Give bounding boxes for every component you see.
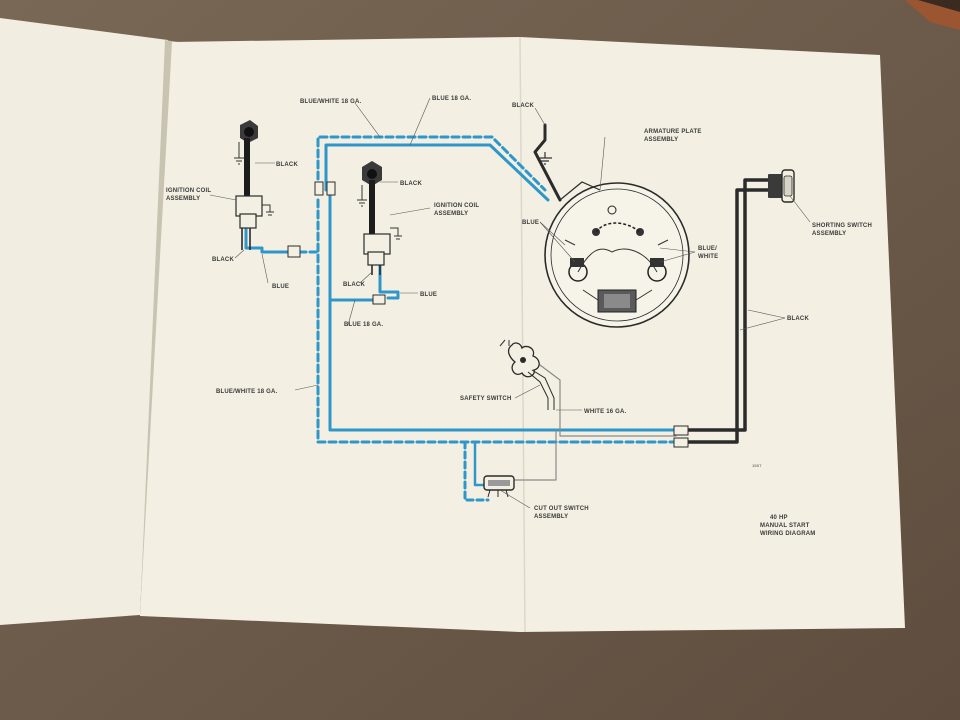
black-ground-lead [533, 123, 562, 202]
leader-line [389, 207, 431, 216]
label-cut-out-switch-1: CUT OUT SWITCH [534, 506, 589, 512]
paper-fold [519, 36, 526, 633]
coil-base [367, 251, 385, 266]
coil-leads [371, 265, 381, 275]
cut-out-switch-icon [483, 475, 531, 509]
label-shorting-switch-2: ASSEMBLY [812, 231, 846, 237]
label-black-center-coil: BLACK [400, 181, 422, 187]
shorting-switch-icon [768, 169, 811, 223]
leader-line [347, 299, 356, 326]
label-armature-plate-2: ASSEMBLY [644, 137, 678, 143]
label-white-16: WHITE 16 GA. [584, 409, 627, 415]
leader-line [659, 247, 696, 253]
wire-connector-icon [287, 245, 301, 258]
label-blue-armature: BLUE [522, 220, 539, 226]
leader-line [209, 194, 237, 201]
coil-leads [241, 228, 251, 250]
spark-plug-boot [244, 127, 254, 137]
label-black-left-coil: BLACK [276, 162, 298, 168]
blue-white-cutout [463, 440, 490, 502]
ground-symbol-icon [390, 227, 402, 240]
ignition-coil-center [357, 161, 431, 294]
label-black-center-bottom: BLACK [343, 282, 365, 288]
caption-line-2: MANUAL START [760, 523, 810, 529]
leader-line [599, 136, 606, 191]
leader-line [354, 102, 381, 138]
leader-line [659, 251, 696, 263]
blue-left-coil-wire [244, 218, 292, 254]
ignition-coil-left [209, 120, 275, 284]
label-blue-top: BLUE 18 GA. [432, 96, 471, 102]
leader-line [234, 249, 245, 259]
wire-connector-icon [673, 425, 689, 436]
ground-symbol-icon [357, 185, 367, 207]
label-black-left-bottom: BLACK [212, 257, 234, 263]
black-wire-outer [686, 178, 772, 432]
leader-line [539, 221, 576, 263]
label-ignition-coil-left-2: ASSEMBLY [166, 196, 200, 202]
blue-white-wire-loop [316, 198, 678, 444]
leader-line [261, 253, 269, 284]
label-blue-18-mid: BLUE 18 GA. [344, 322, 383, 328]
leader-line [514, 384, 541, 399]
label-blue-center-bottom: BLUE [420, 292, 437, 298]
label-blue-left-bottom: BLUE [272, 284, 289, 290]
label-ignition-coil-center-1: IGNITION COIL [434, 203, 479, 209]
white-16-wire-b [504, 429, 557, 481]
leader-line [534, 107, 546, 126]
background-object-shade [918, 0, 960, 12]
label-armature-plate-1: ARMATURE PLATE [644, 129, 702, 135]
blue-center-coil-wire [378, 263, 400, 300]
label-ignition-coil-center-2: ASSEMBLY [434, 211, 468, 217]
caption-line-3: WIRING DIAGRAM [760, 531, 815, 537]
safety-switch-icon [499, 339, 582, 411]
label-blue-white-left: BLUE/WHITE 18 GA. [216, 389, 278, 395]
label-black-ground: BLACK [512, 103, 534, 109]
label-cut-out-switch-2: ASSEMBLY [534, 514, 568, 520]
ground-symbol-icon [538, 152, 552, 165]
label-shorting-switch-1: SHORTING SWITCH [812, 223, 872, 229]
connectors [287, 181, 689, 448]
label-blue-white-top: BLUE/WHITE 18 GA. [300, 99, 362, 105]
leader-line [539, 221, 566, 246]
label-safety-switch: SAFETY SWITCH [460, 396, 512, 402]
label-blue-white-armature-1: BLUE/ [698, 246, 717, 252]
labels: BLACK IGNITION COIL ASSEMBLY BLACK BLUE … [166, 96, 872, 537]
leader-line [409, 97, 431, 146]
ground-symbol-icon [234, 142, 244, 165]
blue-wire-main-loop [328, 188, 678, 432]
blue-wire-main [324, 143, 550, 202]
leader-line [359, 271, 373, 284]
figure-code: 1507 [752, 463, 762, 468]
leader-line [789, 195, 811, 223]
caption-line-1: 40 HP [770, 515, 788, 521]
ignition-coil-icon [235, 195, 263, 217]
armature-plate-icon [539, 136, 696, 328]
black-wire-inner [686, 188, 772, 444]
wire-connector-icon [326, 181, 336, 196]
ignition-coil-icon [363, 233, 391, 255]
white-16-wire [539, 364, 677, 437]
label-blue-white-armature-2: WHITE [698, 254, 718, 260]
coil-base [239, 213, 257, 229]
wires [244, 123, 772, 502]
leader-line [294, 384, 319, 391]
label-black-right: BLACK [787, 316, 809, 322]
wire-connector-icon [673, 437, 689, 448]
left-page [0, 18, 168, 625]
leader-line [499, 489, 531, 509]
wire-connector-icon [314, 181, 324, 196]
label-ignition-coil-left-1: IGNITION COIL [166, 188, 211, 194]
leader-line [739, 317, 786, 331]
blue-white-wire [316, 135, 547, 192]
spark-plug-boot [367, 169, 377, 179]
ground-symbol-icon [262, 204, 274, 216]
wire-connector-icon [372, 294, 386, 305]
leader-line [747, 309, 786, 319]
